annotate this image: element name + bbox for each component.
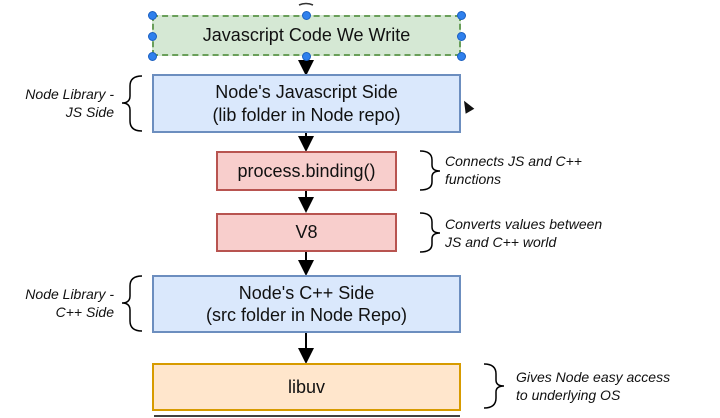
node-library-cpp-line1: Node Library - bbox=[25, 286, 114, 302]
process-binding-note-line2: functions bbox=[445, 170, 502, 187]
process-binding-note-line1: Connects JS and C++ bbox=[445, 153, 582, 169]
libuv-note-line2: to underlying OS bbox=[516, 386, 621, 403]
brace-node-library-js bbox=[121, 75, 143, 132]
node-js-side-box[interactable]: Node's Javascript Side (lib folder in No… bbox=[152, 74, 461, 133]
v8-box[interactable]: V8 bbox=[216, 213, 397, 252]
selection-handle-top-left[interactable] bbox=[148, 11, 157, 20]
libuv-box[interactable]: libuv bbox=[152, 363, 461, 411]
node-library-cpp-line2: C++ Side bbox=[55, 303, 114, 320]
process-binding-label: process.binding() bbox=[237, 160, 376, 181]
node-library-js-note: Node Library - JS Side bbox=[8, 86, 114, 121]
brace-node-library-cpp bbox=[121, 275, 143, 332]
selection-handle-bottom-center[interactable] bbox=[302, 52, 311, 61]
node-library-js-line1: Node Library - bbox=[25, 86, 114, 102]
process-binding-note: Connects JS and C++ functions bbox=[445, 153, 645, 188]
node-library-cpp-note: Node Library - C++ Side bbox=[8, 286, 114, 321]
libuv-label: libuv bbox=[287, 376, 326, 397]
v8-note-line2: JS and C++ world bbox=[445, 233, 557, 250]
selection-handle-top-right[interactable] bbox=[457, 11, 466, 20]
brace-libuv bbox=[483, 363, 505, 409]
node-library-js-line2: JS Side bbox=[65, 103, 114, 120]
v8-note: Converts values between JS and C++ world bbox=[445, 216, 645, 251]
node-cpp-side-subtitle: (src folder in Node Repo) bbox=[205, 305, 408, 325]
selection-handle-bottom-right[interactable] bbox=[457, 52, 466, 61]
libuv-note: Gives Node easy access to underlying OS bbox=[516, 369, 716, 404]
v8-note-line1: Converts values between bbox=[445, 216, 603, 232]
js-code-label: Javascript Code We Write bbox=[202, 25, 411, 46]
top-connector-stub bbox=[298, 2, 314, 6]
node-js-side-subtitle: (lib folder in Node repo) bbox=[212, 104, 401, 125]
node-cpp-side-box[interactable]: Node's C++ Side (src folder in Node Repo… bbox=[152, 275, 461, 333]
brace-process-binding bbox=[419, 150, 441, 191]
selection-handle-middle-right[interactable] bbox=[457, 32, 466, 41]
selection-handle-top-center[interactable] bbox=[302, 11, 311, 20]
selection-handle-middle-left[interactable] bbox=[148, 32, 157, 41]
process-binding-box[interactable]: process.binding() bbox=[216, 151, 397, 191]
libuv-note-line1: Gives Node easy access bbox=[516, 369, 671, 385]
node-cpp-side-title: Node's C++ Side bbox=[238, 282, 375, 303]
node-js-side-title: Node's Javascript Side bbox=[215, 82, 398, 102]
selection-handle-bottom-left[interactable] bbox=[148, 52, 157, 61]
js-code-box[interactable]: Javascript Code We Write bbox=[152, 15, 461, 56]
brace-v8 bbox=[419, 212, 441, 253]
v8-label: V8 bbox=[295, 222, 318, 243]
